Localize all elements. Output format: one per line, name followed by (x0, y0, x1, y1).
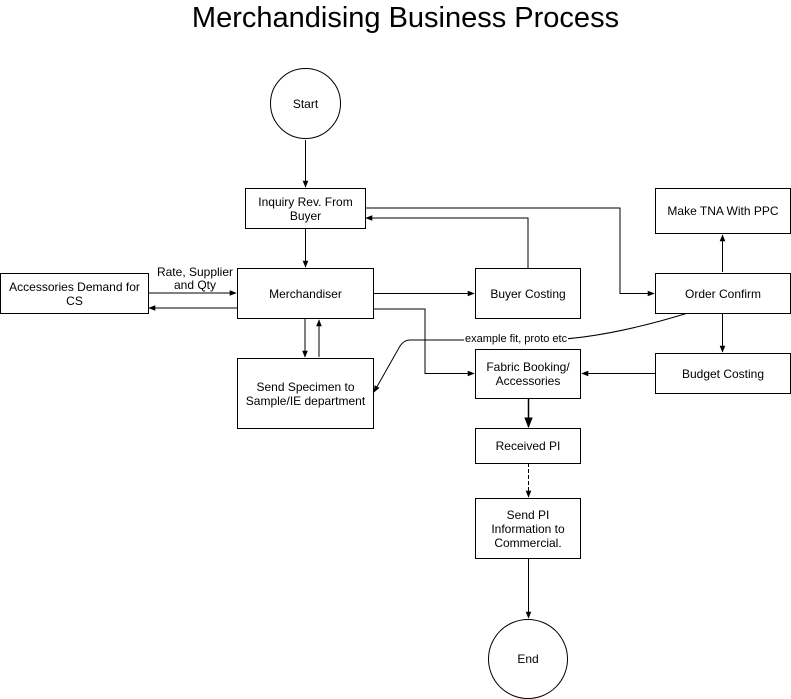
accessories-demand-node: Accessories Demand for CS (0, 273, 149, 314)
buyer-costing-node: Buyer Costing (475, 268, 581, 319)
edge-label-example-fit: example fit, proto etc (464, 333, 569, 346)
edge-merchandiser-fabric (373, 308, 475, 377)
end-node: End (488, 619, 568, 699)
make-tna-node: Make TNA With PPC (655, 188, 791, 234)
send-pi-node: Send PI Information to Commercial. (475, 498, 581, 559)
start-node: Start (270, 68, 341, 139)
inquiry-node: Inquiry Rev. From Buyer (245, 188, 366, 229)
diagram-title: Merchandising Business Process (191, 2, 620, 34)
edge-buyercosting-inquiry (365, 215, 529, 268)
merchandiser-node: Merchandiser (237, 268, 374, 319)
budget-costing-node: Budget Costing (655, 353, 791, 394)
edge-inquiry-orderconfirm (365, 207, 655, 297)
received-pi-node: Received PI (475, 428, 581, 464)
fabric-booking-node: Fabric Booking/ Accessories (475, 349, 581, 399)
send-specimen-node: Send Specimen to Sample/IE department (237, 358, 374, 429)
order-confirm-node: Order Confirm (655, 273, 791, 314)
edge-label-rate-supplier: Rate, Supplier and Qty (156, 265, 234, 292)
